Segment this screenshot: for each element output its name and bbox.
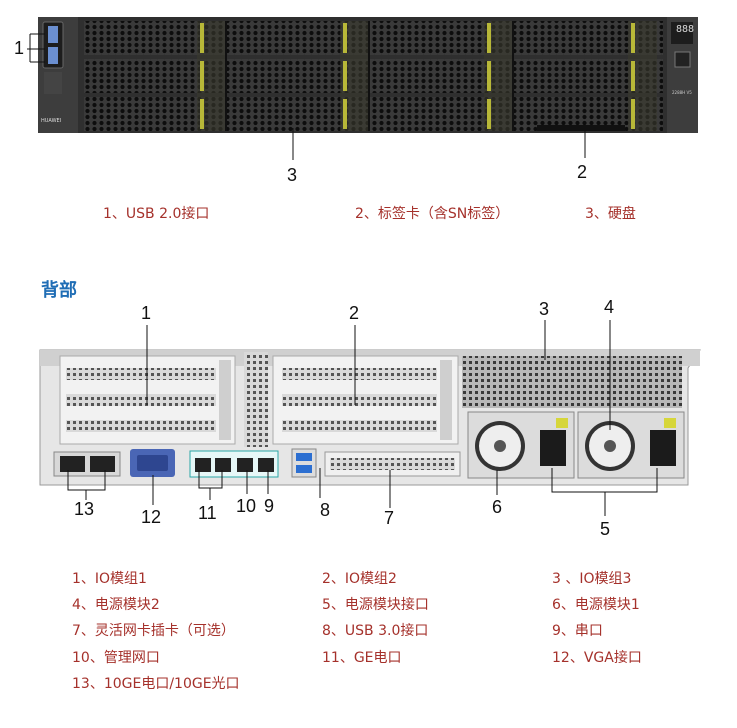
legend-rear-13: 13、10GE电口/10GE光口 [72, 676, 240, 692]
legend-rear-5: 5、电源模块接口 [322, 597, 429, 613]
legend-rear-3: 3 、IO模组3 [552, 571, 632, 587]
callout-rear-5: 5 [600, 519, 611, 539]
status-display: 888 [676, 24, 695, 35]
rear-chassis [39, 349, 701, 486]
callout-rear-4: 4 [604, 297, 615, 317]
legend-rear-12: 12、VGA接口 [552, 650, 642, 666]
legend-rear-6: 6、电源模块1 [552, 597, 640, 613]
legend-rear-10: 10、管理网口 [72, 650, 160, 666]
legend-rear-8: 8、USB 3.0接口 [322, 623, 429, 639]
legend-front-usb: 1、USB 2.0接口 [103, 206, 210, 222]
section-title-rear: 背部 [41, 280, 77, 301]
legend-rear-11: 11、GE电口 [322, 650, 402, 666]
callout-rear-7: 7 [384, 508, 395, 528]
brand-logo: HUAWEI [41, 118, 62, 124]
callout-rear-10: 10 [236, 496, 257, 516]
callout-rear-6: 6 [492, 497, 503, 517]
callout-rear-11: 11 [198, 503, 217, 523]
front-chassis [38, 17, 698, 133]
model-label: 2288H V5 [672, 90, 692, 95]
legend-rear-2: 2、IO模组2 [322, 571, 397, 587]
callout-front-1: 1 [14, 38, 25, 58]
callout-rear-3: 3 [539, 299, 550, 319]
drive-bays [84, 21, 663, 131]
callout-rear-1: 1 [141, 303, 152, 323]
callout-front-3: 3 [287, 165, 298, 185]
legend-rear-9: 9、串口 [552, 623, 603, 639]
legend-front-label-card: 2、标签卡（含SN标签） [355, 206, 510, 222]
callout-rear-8: 8 [320, 500, 331, 520]
callout-rear-2: 2 [349, 303, 360, 323]
callout-front-2: 2 [577, 162, 588, 182]
legend-rear-4: 4、电源模块2 [72, 597, 160, 613]
callout-rear-13: 13 [74, 499, 95, 519]
legend-rear-7: 7、灵活网卡插卡（可选） [72, 623, 235, 639]
callout-rear-9: 9 [264, 496, 275, 516]
legend-front-disk: 3、硬盘 [585, 206, 636, 222]
callout-rear-12: 12 [141, 507, 162, 527]
legend-rear-1: 1、IO模组1 [72, 571, 147, 587]
